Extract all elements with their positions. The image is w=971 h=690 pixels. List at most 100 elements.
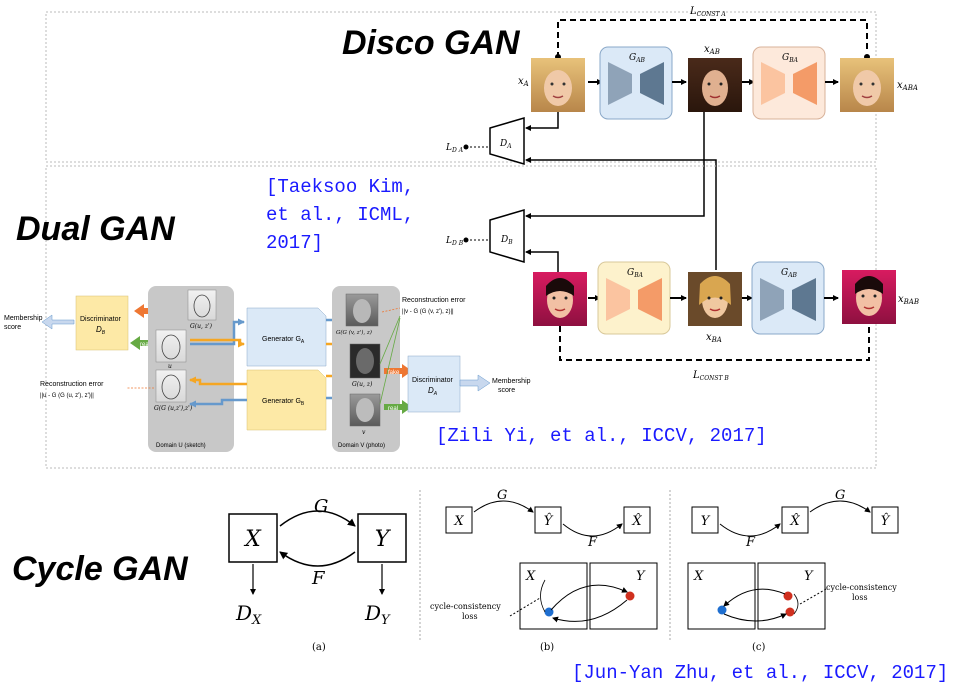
dy-label: DY bbox=[364, 601, 391, 628]
b-node-xhat bbox=[623, 506, 651, 534]
citation-kim-line2: et al., ICML, bbox=[266, 204, 414, 226]
membership-right-arrow bbox=[459, 374, 491, 392]
c-g-label: G bbox=[835, 488, 845, 503]
citation-yi: [Zili Yi, et al., ICCV, 2017] bbox=[436, 425, 767, 447]
b-node-yhat bbox=[534, 506, 562, 534]
face-xba-image bbox=[688, 272, 742, 326]
domain-v-label: Domain V (photo) bbox=[338, 443, 385, 449]
gab-label: GAB bbox=[629, 53, 646, 64]
const-a-label: LCONST A bbox=[689, 6, 726, 18]
b-plot-x-label: X bbox=[525, 569, 536, 584]
dual-gan-section: Dual GAN [Taeksoo Kim, et al., ICML, 201… bbox=[4, 165, 919, 469]
face-xbab-image bbox=[842, 270, 896, 324]
gagb-label: G(G (v, z'), z) bbox=[336, 329, 372, 336]
sketch-face-gbga bbox=[155, 369, 187, 403]
face-xb-image bbox=[533, 272, 587, 326]
c-node-xhat bbox=[781, 506, 809, 534]
arrow-xba-da bbox=[525, 157, 717, 270]
b-arrow-f bbox=[562, 523, 623, 537]
generator-gba-top: GBA bbox=[752, 46, 826, 120]
blue-arrow-gb-u bbox=[189, 398, 247, 408]
photo-face-ga bbox=[349, 343, 381, 379]
membership-left-arrow bbox=[41, 314, 75, 330]
c-plot-x-label: X bbox=[693, 569, 704, 584]
xba-label: xBA bbox=[706, 332, 722, 344]
domain-u-label: Domain U (sketch) bbox=[156, 443, 206, 449]
sketch-face-u bbox=[155, 329, 187, 363]
c-red-dot-top bbox=[783, 591, 793, 601]
c-node-yhat-label: Ŷ bbox=[881, 513, 891, 529]
dualgan-generator-ga bbox=[246, 307, 327, 367]
lgb-label: LD B bbox=[445, 236, 464, 247]
gen-a-label: Generator GA bbox=[262, 336, 305, 345]
domain-u-panel bbox=[148, 286, 234, 452]
photo-face-v bbox=[349, 393, 381, 427]
node-y-label: Y bbox=[375, 527, 392, 552]
node-y bbox=[357, 513, 407, 563]
b-plot-y bbox=[589, 562, 658, 630]
orange-arrow-u-ga bbox=[190, 338, 245, 348]
gb-label: G(u, z') bbox=[190, 323, 213, 330]
v-label: v bbox=[362, 429, 366, 436]
const-a-loop bbox=[557, 19, 868, 58]
b-node-x-label: X bbox=[453, 514, 464, 529]
recon-left-line2: ||u - G (G (u, z'), z')|| bbox=[40, 393, 94, 399]
discriminator-db: DB bbox=[489, 208, 525, 264]
g-label: G bbox=[314, 496, 328, 517]
arrow-f bbox=[279, 551, 356, 567]
b-g-label: G bbox=[497, 488, 507, 503]
cycle-gan-title: Cycle GAN bbox=[12, 550, 189, 588]
const-b-loop bbox=[559, 326, 870, 361]
disc-a-text2: DA bbox=[428, 386, 438, 397]
b-node-xhat-label: X̂ bbox=[631, 513, 642, 529]
disc-b-text1: Discriminator bbox=[80, 316, 122, 323]
face-xab-image bbox=[688, 58, 742, 112]
c-curve-forward bbox=[723, 613, 787, 622]
face-xaba-image bbox=[840, 58, 894, 112]
c-curve-back bbox=[723, 588, 786, 607]
b-red-dot bbox=[625, 591, 635, 601]
b-f-label: F bbox=[587, 535, 598, 550]
gen-b-label: Generator GB bbox=[262, 398, 305, 407]
gba-top-label: GBA bbox=[782, 53, 799, 64]
c-arrow-f bbox=[719, 523, 781, 537]
db-label: DB bbox=[500, 235, 513, 246]
b-node-yhat-label: Ŷ bbox=[544, 513, 554, 529]
b-plot-y-label: Y bbox=[636, 569, 646, 584]
fake-arrow-right bbox=[384, 364, 412, 378]
lga-label: LD A bbox=[445, 143, 464, 154]
xaba-label: xABA bbox=[897, 80, 918, 92]
c-cc-line2: loss bbox=[852, 593, 868, 602]
green-line-1 bbox=[379, 315, 401, 365]
node-x-label: X bbox=[243, 527, 262, 552]
ga-label: G(u, z) bbox=[352, 381, 373, 388]
real-left-label: real bbox=[140, 342, 150, 348]
c-red-dot-bottom bbox=[785, 607, 795, 617]
membership-left-line1: Membership bbox=[4, 315, 43, 322]
face-xa-image bbox=[531, 58, 585, 112]
photo-face-gagb bbox=[345, 293, 379, 327]
xbab-label: xBAB bbox=[898, 294, 919, 306]
const-b-label: LCONST B bbox=[692, 370, 729, 382]
c-blue-dot bbox=[717, 605, 727, 615]
b-cc-line1: cycle-consistency bbox=[430, 602, 501, 611]
dualgan-generator-gb bbox=[246, 369, 327, 431]
dualgan-discriminator-da bbox=[407, 355, 461, 413]
b-cc-line2: loss bbox=[462, 612, 478, 621]
caption-a: (a) bbox=[312, 642, 326, 653]
xa-label: xA bbox=[518, 76, 529, 88]
fake-right-label: fake bbox=[388, 370, 400, 376]
c-brace bbox=[793, 593, 799, 615]
c-node-y bbox=[691, 506, 719, 534]
arrow-xa-da bbox=[525, 112, 559, 131]
cycle-panel-c: Y X̂ Ŷ F G X Y cycle-consistency loss (c… bbox=[687, 488, 899, 653]
caption-b: (b) bbox=[540, 642, 554, 653]
real-arrow-left bbox=[130, 336, 160, 350]
recon-right-line2: ||v - G (G (v, z'), z)|| bbox=[402, 309, 454, 315]
b-curve-back bbox=[552, 599, 628, 623]
generator-gba-bottom: GBA bbox=[597, 261, 671, 335]
c-arrow-g bbox=[809, 500, 871, 513]
b-arrow-g bbox=[473, 500, 534, 513]
dualgan-discriminator-db bbox=[75, 295, 129, 351]
